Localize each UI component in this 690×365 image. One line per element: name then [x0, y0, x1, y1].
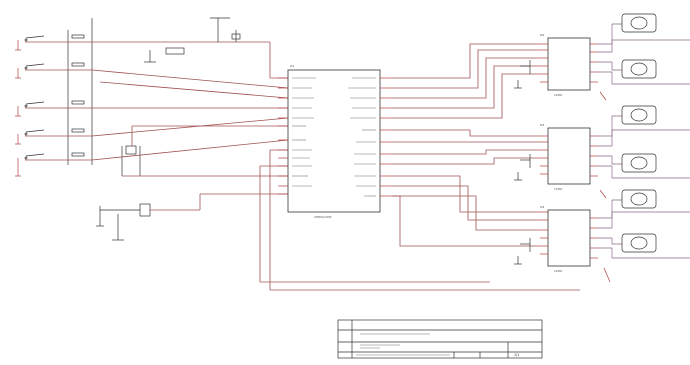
- u2-part: L293D: [554, 93, 562, 97]
- crystal-oscillator: [121, 125, 288, 177]
- motor-m3: [621, 105, 657, 125]
- motor-driver-u3: U3 L293D: [514, 123, 607, 199]
- u3-ref: U3: [540, 123, 544, 127]
- motor-driver-u4: U4 L293D: [514, 205, 611, 283]
- u4-part: L293D: [554, 269, 562, 273]
- u3-part: L293D: [554, 187, 562, 191]
- mcu-part: ATMEGA328P: [314, 215, 332, 219]
- microcontroller-u1: U1 ATMEGA328P: [278, 64, 392, 219]
- u4-ref: U4: [540, 205, 544, 209]
- title-block-sheet: 1/1: [514, 353, 519, 357]
- u2-ref: U2: [540, 33, 544, 37]
- motor-m1: [621, 13, 657, 33]
- motor-m5: [621, 189, 657, 209]
- reset-circuit: [96, 193, 288, 241]
- motor-m4: [621, 153, 657, 173]
- motor-m2: [621, 59, 657, 79]
- motor-driver-u2: U2 L293D: [514, 33, 607, 101]
- input-switch-bank: [15, 18, 288, 177]
- mcu-ref: U1: [290, 64, 294, 68]
- mcu-to-driver-wires: [392, 43, 540, 247]
- title-block: 1/1: [337, 319, 543, 359]
- input-wires: [91, 69, 580, 291]
- motors: [598, 13, 690, 259]
- power-supply: [144, 17, 241, 63]
- motor-m6: [621, 233, 657, 253]
